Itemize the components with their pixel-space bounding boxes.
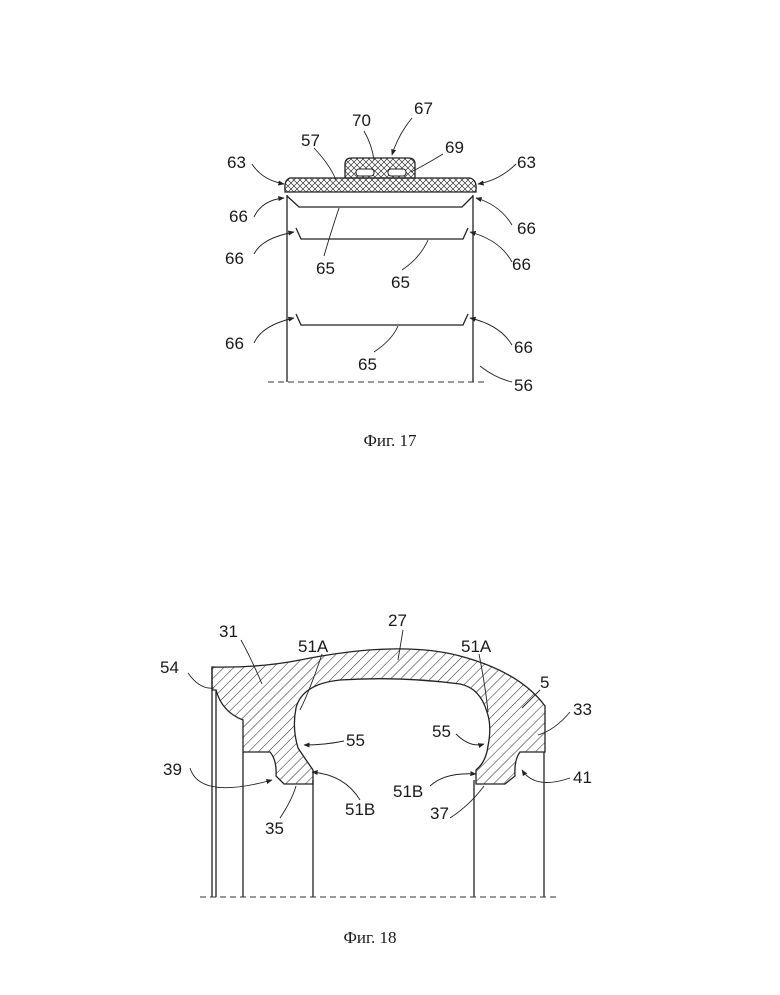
- label-41: 41: [573, 768, 592, 787]
- leader-55-left: [304, 741, 344, 745]
- leader-65-1: [324, 208, 339, 256]
- label-66-6: 66: [514, 338, 533, 357]
- leader-70: [364, 131, 374, 160]
- leader-39: [190, 768, 272, 788]
- label-27: 27: [388, 611, 407, 630]
- label-67: 67: [414, 99, 433, 118]
- label-51b-right: 51B: [393, 782, 423, 801]
- label-31: 31: [219, 622, 238, 641]
- leader-66-4: [470, 232, 512, 262]
- label-56: 56: [514, 376, 533, 395]
- leader-65-3: [374, 326, 398, 352]
- label-70: 70: [352, 111, 371, 130]
- figure-18: 31 27 51A 51A 5 54 33 55 55 39 41 51B 51…: [160, 611, 592, 947]
- figure-17: 70 67 57 69 63 63 66 66 66 66 66 66 65 6…: [225, 99, 536, 450]
- label-51a-left: 51A: [298, 637, 329, 656]
- label-63-right: 63: [517, 153, 536, 172]
- label-54: 54: [160, 658, 179, 677]
- leader-41: [522, 770, 570, 783]
- label-55-left: 55: [346, 731, 365, 750]
- leader-55-right: [456, 734, 484, 745]
- label-63-left: 63: [227, 153, 246, 172]
- membrane-65-middle: [296, 228, 468, 239]
- tab-slot-left: [356, 169, 374, 176]
- closure-cross-section: [212, 649, 545, 784]
- leader-66-3: [254, 232, 294, 254]
- label-37: 37: [430, 804, 449, 823]
- seal-layer-57: [285, 178, 476, 192]
- label-66-4: 66: [512, 255, 531, 274]
- leader-63-left: [252, 164, 284, 184]
- leader-65-2: [402, 240, 428, 270]
- label-35: 35: [265, 819, 284, 838]
- label-66-3: 66: [225, 249, 244, 268]
- leader-51b-left: [312, 772, 360, 800]
- leader-66-2: [476, 198, 512, 225]
- label-55-right: 55: [432, 722, 451, 741]
- membrane-65-bottom: [296, 314, 468, 325]
- label-66-1: 66: [229, 207, 248, 226]
- leader-51b-right: [430, 774, 476, 786]
- label-51a-right: 51A: [461, 637, 492, 656]
- leader-37: [450, 786, 484, 818]
- label-57: 57: [301, 131, 320, 150]
- label-65-1: 65: [316, 259, 335, 278]
- label-5: 5: [540, 673, 549, 692]
- leader-67: [392, 118, 412, 155]
- leader-57: [314, 148, 336, 180]
- label-65-3: 65: [358, 355, 377, 374]
- label-69: 69: [445, 138, 464, 157]
- membrane-65-top: [287, 196, 473, 207]
- leader-56: [480, 366, 512, 382]
- label-39: 39: [163, 760, 182, 779]
- leader-63-right: [478, 164, 516, 184]
- label-51b-left: 51B: [345, 800, 375, 819]
- label-66-2: 66: [517, 219, 536, 238]
- leader-35: [280, 786, 296, 818]
- leader-69: [411, 154, 443, 172]
- tab-slot-right: [388, 169, 406, 176]
- label-65-2: 65: [391, 273, 410, 292]
- leader-66-6: [470, 318, 512, 345]
- label-66-5: 66: [225, 334, 244, 353]
- leader-54: [188, 673, 214, 688]
- caption-fig-18: Фиг. 18: [343, 928, 396, 947]
- leader-66-5: [254, 318, 294, 343]
- caption-fig-17: Фиг. 17: [363, 431, 417, 450]
- leader-66-1: [254, 198, 284, 217]
- label-33: 33: [573, 700, 592, 719]
